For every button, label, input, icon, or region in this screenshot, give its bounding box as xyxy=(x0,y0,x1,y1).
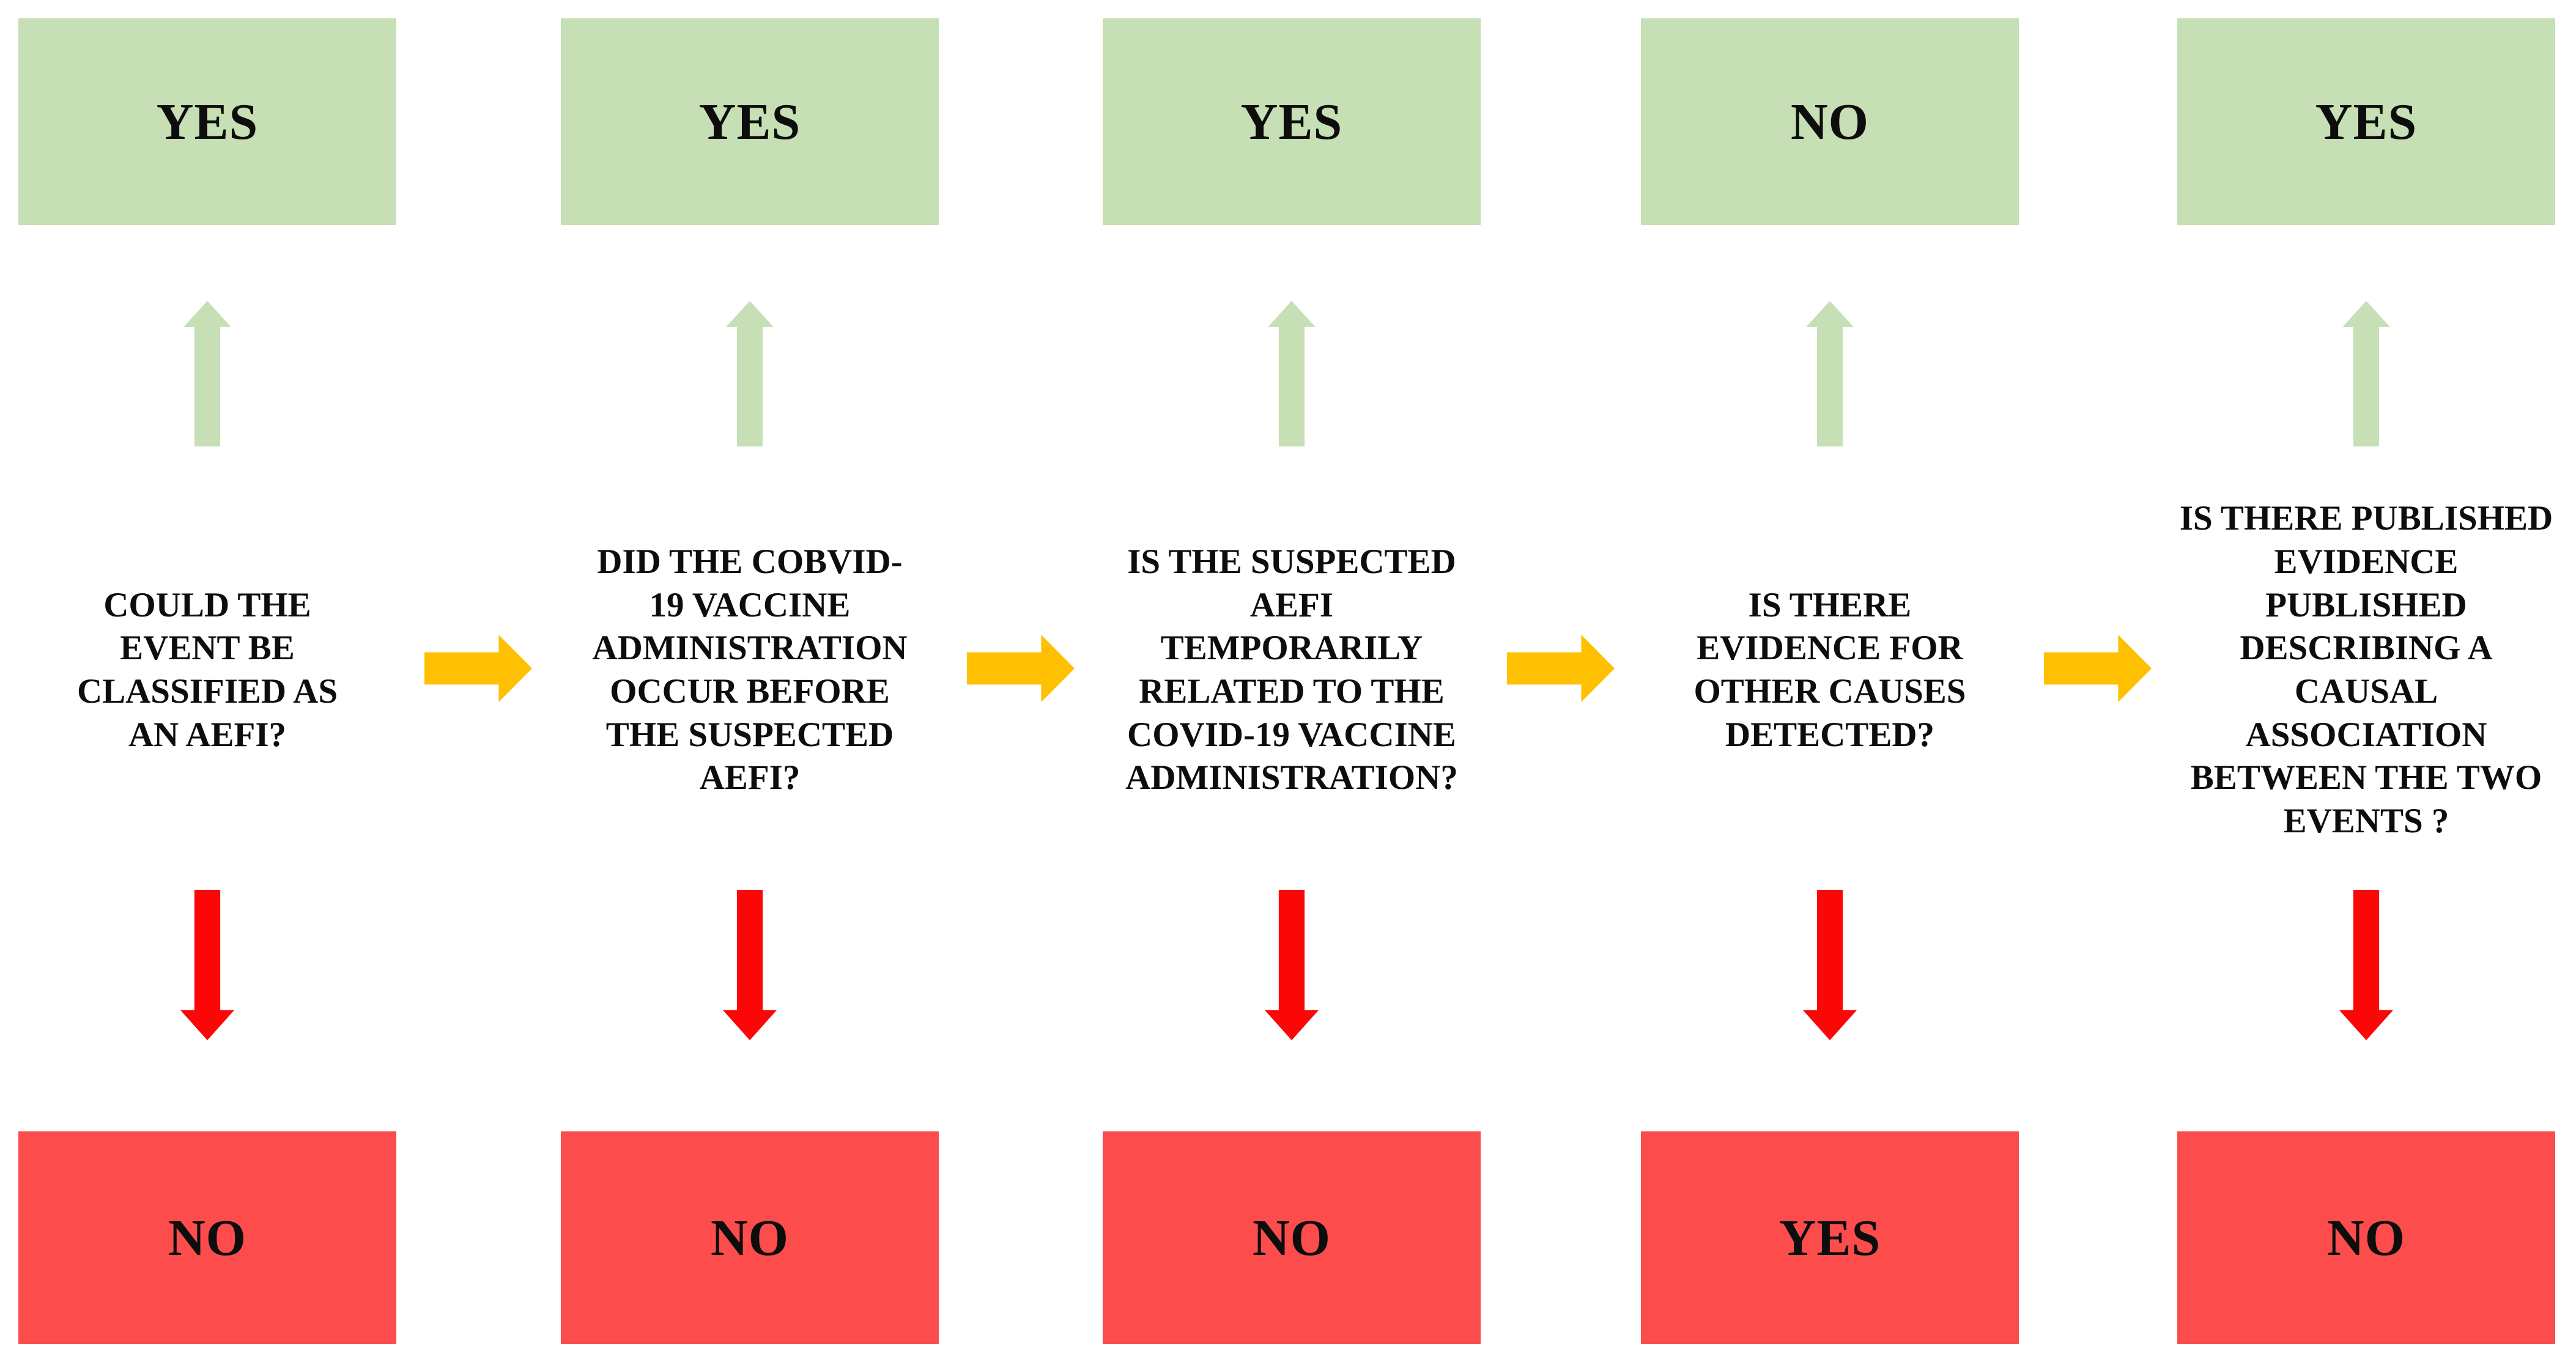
up-arrow-icon xyxy=(726,301,774,446)
question-text: IS THERE PUBLISHED EVIDENCE PUBLISHED DE… xyxy=(2179,499,2553,841)
question-text: IS THERE EVIDENCE FOR OTHER CAUSES DETEC… xyxy=(1693,585,1966,754)
down-arrow-icon xyxy=(180,890,234,1040)
outcome-box-bottom: NO xyxy=(18,1131,396,1344)
decision-column-5: YES IS THERE PUBLISHED EVIDENCE PUBLISHE… xyxy=(2177,0,2555,1365)
question-text: IS THE SUSPECTED AEFI TEMPORARILY RELATE… xyxy=(1125,542,1458,797)
question-text: COULD THE EVENT BE CLASSIFIED AS AN AEFI… xyxy=(76,585,338,754)
question-text: DID THE COBVID- 19 VACCINE ADMINISTRATIO… xyxy=(592,542,908,797)
decision-column-4: NO IS THERE EVIDENCE FOR OTHER CAUSES DE… xyxy=(1641,0,2019,1365)
down-arrow-icon xyxy=(723,890,777,1040)
up-arrow-icon xyxy=(1268,301,1316,446)
down-arrow-icon xyxy=(1265,890,1319,1040)
outcome-box-top: YES xyxy=(1103,18,1481,225)
outcome-box-top: YES xyxy=(18,18,396,225)
flow-right-arrow-icon xyxy=(2044,635,2152,702)
outcome-box-top: NO xyxy=(1641,18,2019,225)
down-arrow-icon xyxy=(1803,890,1857,1040)
down-arrow-icon xyxy=(2339,890,2393,1040)
flow-right-arrow-icon xyxy=(424,635,532,702)
outcome-box-bottom: NO xyxy=(561,1131,939,1344)
up-arrow-icon xyxy=(183,301,231,446)
outcome-box-bottom: NO xyxy=(2177,1131,2555,1344)
flow-right-arrow-icon xyxy=(1507,635,1615,702)
flow-right-arrow-icon xyxy=(967,635,1075,702)
outcome-box-top: YES xyxy=(2177,18,2555,225)
up-arrow-icon xyxy=(1806,301,1854,446)
decision-column-1: YES COULD THE EVENT BE CLASSIFIED AS AN … xyxy=(18,0,396,1365)
outcome-box-bottom: NO xyxy=(1103,1131,1481,1344)
decision-column-2: YES DID THE COBVID- 19 VACCINE ADMINISTR… xyxy=(561,0,939,1365)
up-arrow-icon xyxy=(2342,301,2390,446)
decision-column-3: YES IS THE SUSPECTED AEFI TEMPORARILY RE… xyxy=(1103,0,1481,1365)
outcome-box-top: YES xyxy=(561,18,939,225)
outcome-box-bottom: YES xyxy=(1641,1131,2019,1344)
